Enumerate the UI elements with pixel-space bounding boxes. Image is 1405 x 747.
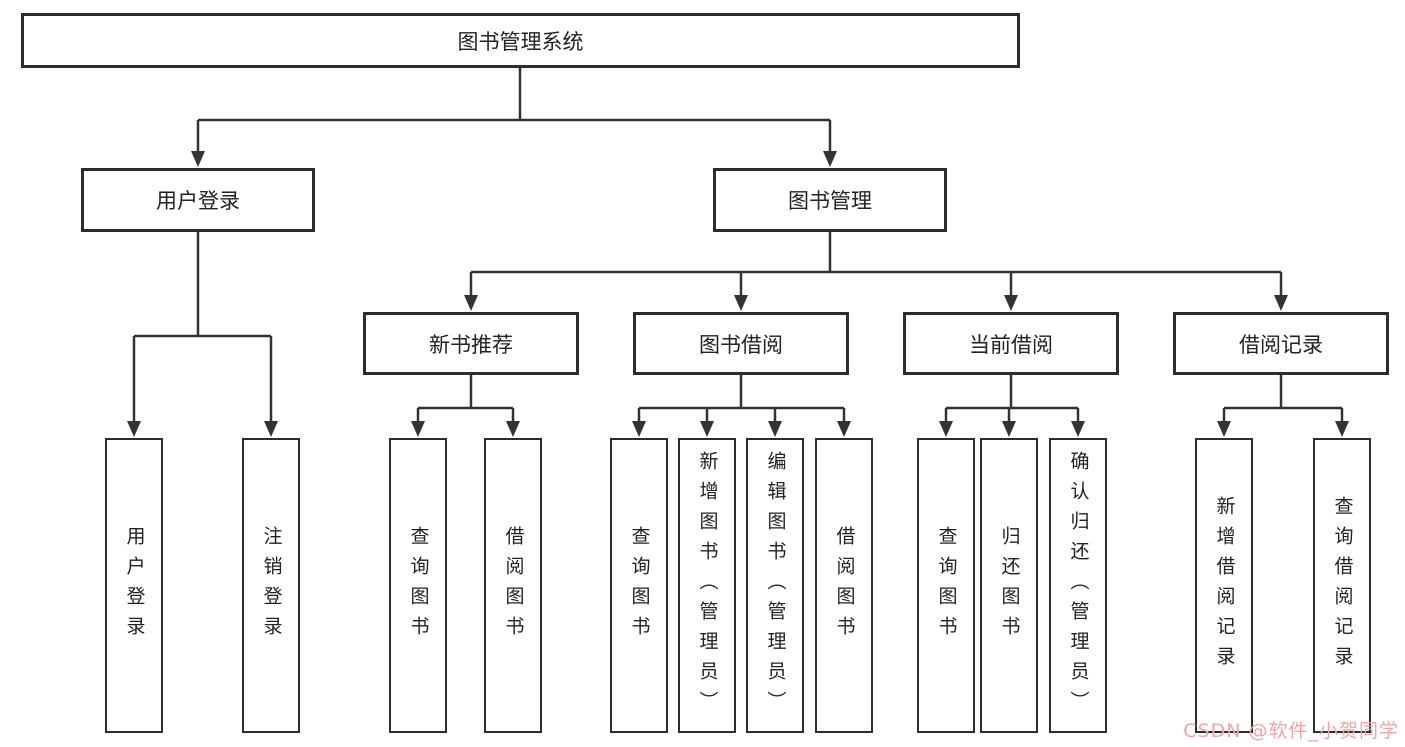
leaf-edit-books-admin-label: 编辑图书（管理员）: [764, 450, 787, 721]
node-library-system: 图书管理系统: [21, 13, 1020, 68]
leaf-borrow-books-label: 借阅图书: [833, 525, 856, 646]
leaf-logout: 注销登录: [242, 438, 300, 733]
node-new-book-recommend-label: 新书推荐: [429, 332, 513, 357]
node-current-borrowing-label: 当前借阅: [969, 332, 1053, 357]
node-user-login: 用户登录: [81, 168, 315, 232]
node-new-book-recommend: 新书推荐: [363, 312, 579, 375]
leaf-query-books-current: 查询图书: [917, 438, 975, 733]
leaf-borrow-books-recommend: 借阅图书: [484, 438, 542, 733]
leaf-add-borrow-record: 新增借阅记录: [1195, 438, 1253, 733]
leaf-query-books-recommend-label: 查询图书: [407, 525, 430, 646]
leaf-user-login: 用户登录: [105, 438, 163, 733]
node-borrowing-records: 借阅记录: [1173, 312, 1389, 375]
node-book-management: 图书管理: [713, 168, 947, 232]
leaf-user-login-label: 用户登录: [123, 525, 146, 646]
leaf-query-borrow-record: 查询借阅记录: [1313, 438, 1371, 733]
leaf-borrow-books: 借阅图书: [815, 438, 873, 733]
node-current-borrowing: 当前借阅: [903, 312, 1119, 375]
leaf-return-books: 归还图书: [980, 438, 1038, 733]
leaf-edit-books-admin: 编辑图书（管理员）: [746, 438, 804, 733]
leaf-borrow-books-recommend-label: 借阅图书: [502, 525, 525, 646]
node-book-borrowing-label: 图书借阅: [699, 332, 783, 357]
node-user-login-label: 用户登录: [156, 189, 240, 213]
leaf-return-books-label: 归还图书: [998, 525, 1021, 646]
leaf-query-books-borrow-label: 查询图书: [628, 525, 651, 646]
leaf-query-borrow-record-label: 查询借阅记录: [1331, 495, 1354, 676]
leaf-query-books-borrow: 查询图书: [610, 438, 668, 733]
leaf-query-books-current-label: 查询图书: [935, 525, 958, 646]
arrowheads: [127, 151, 1349, 437]
leaf-confirm-return-admin: 确认归还（管理员）: [1049, 438, 1107, 733]
leaf-query-books-recommend: 查询图书: [389, 438, 447, 733]
leaf-logout-label: 注销登录: [260, 525, 283, 646]
leaf-add-books-admin: 新增图书（管理员）: [678, 438, 736, 733]
leaf-add-borrow-record-label: 新增借阅记录: [1213, 495, 1236, 676]
leaf-confirm-return-admin-label: 确认归还（管理员）: [1067, 450, 1090, 721]
node-book-borrowing: 图书借阅: [633, 312, 849, 375]
csdn-watermark: CSDN @软件_小贺同学: [1183, 720, 1399, 742]
leaf-add-books-admin-label: 新增图书（管理员）: [696, 450, 719, 721]
node-book-management-label: 图书管理: [788, 189, 872, 213]
node-borrowing-records-label: 借阅记录: [1239, 332, 1323, 357]
node-library-system-label: 图书管理系统: [457, 29, 584, 54]
